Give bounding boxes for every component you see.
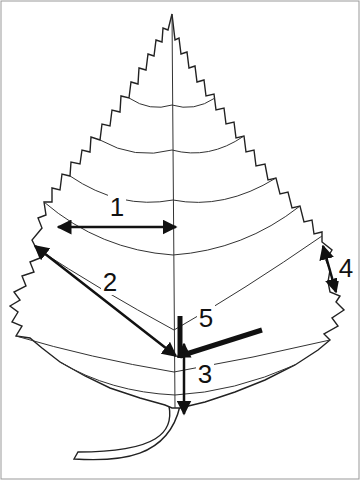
tooth-arrow <box>323 246 336 292</box>
callout-number: 5 <box>197 305 215 331</box>
diagonal-arrow <box>35 246 176 356</box>
callout-number: 3 <box>196 361 214 387</box>
angle-lines <box>180 316 262 358</box>
callout-number: 4 <box>337 255 355 281</box>
petiole <box>74 406 180 460</box>
leaf-outline <box>10 14 344 408</box>
width-arrow <box>58 226 176 229</box>
measure-arrows <box>35 227 336 414</box>
callout-number: 1 <box>108 194 126 220</box>
leaf-veins <box>16 14 330 408</box>
callout-number: 2 <box>101 269 119 295</box>
